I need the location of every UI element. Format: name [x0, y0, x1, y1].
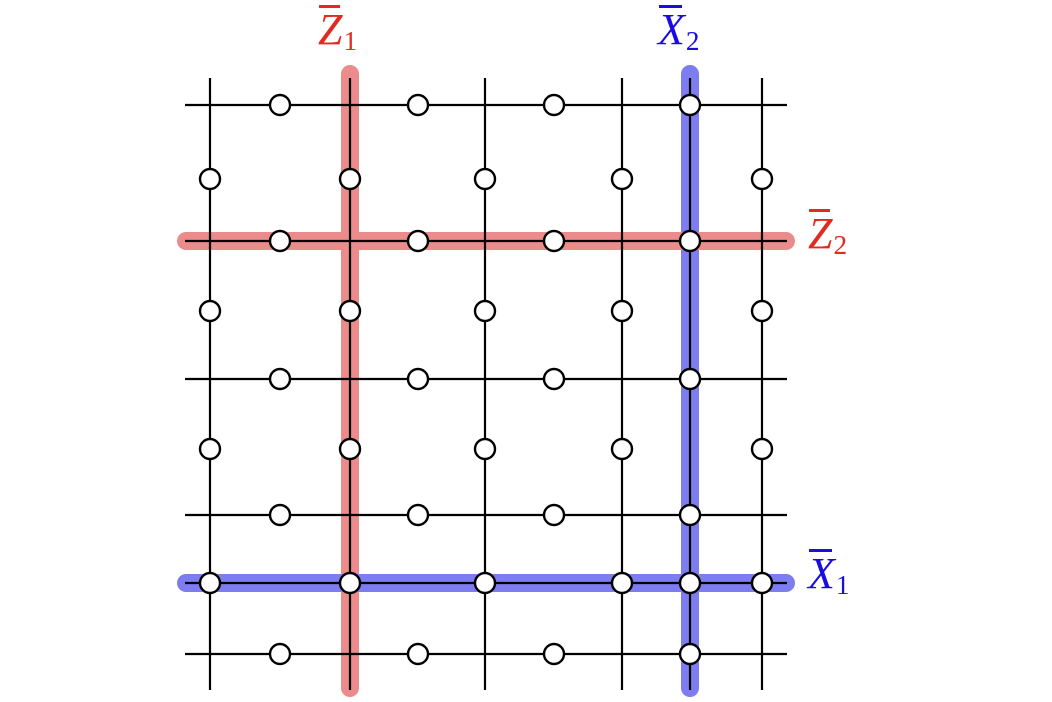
X2-label-base: X [658, 5, 685, 54]
qubit[interactable] [338, 299, 362, 323]
X1-label: X1 [808, 549, 850, 600]
qubit[interactable] [610, 571, 634, 595]
overline-bar [318, 5, 341, 9]
qubit[interactable] [678, 642, 702, 666]
qubit[interactable] [542, 229, 566, 253]
qubit[interactable] [198, 167, 222, 191]
qubit[interactable] [406, 229, 430, 253]
X2-label: X2 [658, 5, 700, 56]
qubit[interactable] [750, 571, 774, 595]
qubit[interactable] [198, 437, 222, 461]
qubit[interactable] [268, 93, 292, 117]
qubit[interactable] [542, 642, 566, 666]
qubit[interactable] [268, 367, 292, 391]
qubit[interactable] [542, 367, 566, 391]
qubit[interactable] [268, 503, 292, 527]
qubit[interactable] [678, 571, 702, 595]
qubit[interactable] [406, 367, 430, 391]
qubit[interactable] [678, 367, 702, 391]
qubit[interactable] [338, 167, 362, 191]
qubit[interactable] [406, 642, 430, 666]
qubit[interactable] [473, 437, 497, 461]
overline-bar [809, 549, 833, 553]
Z2-label: Z2 [808, 209, 848, 260]
qubit[interactable] [473, 299, 497, 323]
Z2-label-symbol: Z [808, 209, 833, 258]
Z1-label-base: Z [318, 5, 343, 54]
Z1-label: Z1 [318, 5, 358, 56]
qubit[interactable] [268, 642, 292, 666]
Z1-label-subscript: 1 [343, 26, 358, 56]
Z2-label-base: Z [808, 209, 833, 258]
qubit[interactable] [750, 299, 774, 323]
Z2-label-subscript: 2 [833, 230, 848, 260]
X1-label-base: X [808, 549, 835, 598]
qubit[interactable] [473, 571, 497, 595]
Z1-label-symbol: Z [318, 5, 343, 54]
qubit[interactable] [678, 503, 702, 527]
qubit[interactable] [406, 503, 430, 527]
qubit[interactable] [406, 93, 430, 117]
qubit[interactable] [678, 229, 702, 253]
qubit[interactable] [542, 503, 566, 527]
qubit[interactable] [198, 299, 222, 323]
qubit[interactable] [338, 437, 362, 461]
X1-label-symbol: X [808, 549, 835, 598]
qubit[interactable] [750, 167, 774, 191]
qubit[interactable] [610, 437, 634, 461]
qubit[interactable] [198, 571, 222, 595]
qubit[interactable] [268, 229, 292, 253]
X2-label-subscript: 2 [685, 26, 700, 56]
overline-bar [808, 209, 831, 213]
qubit[interactable] [542, 93, 566, 117]
qubit[interactable] [678, 93, 702, 117]
X1-label-subscript: 1 [835, 570, 850, 600]
qubit-nodes [198, 93, 774, 666]
qubit[interactable] [610, 299, 634, 323]
qubit[interactable] [338, 571, 362, 595]
qubit[interactable] [750, 437, 774, 461]
qubit[interactable] [610, 167, 634, 191]
X2-label-symbol: X [658, 5, 685, 54]
overline-bar [659, 5, 683, 9]
qubit[interactable] [473, 167, 497, 191]
